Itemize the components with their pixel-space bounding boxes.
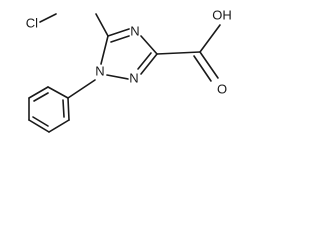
atom-label-n1: N xyxy=(95,63,104,78)
atom-label-n2: N xyxy=(129,70,138,85)
bond-c3-n2-double xyxy=(137,52,152,70)
bond-n4-c3 xyxy=(140,35,158,55)
atom-labels: Cl N N N OH O xyxy=(26,7,232,96)
atom-label-oh: OH xyxy=(212,7,232,22)
bond-ph-5 xyxy=(28,86,49,99)
bonds xyxy=(28,13,221,133)
atom-label-o: O xyxy=(217,81,227,96)
bond-n1-phenyl xyxy=(67,79,96,99)
bond-cooh-oh xyxy=(199,24,221,53)
bond-n1-c5 xyxy=(100,35,109,65)
bond-cooh-o-double xyxy=(193,55,212,82)
bond-ph-3-double xyxy=(32,116,49,127)
atom-label-n4: N xyxy=(130,23,139,38)
bond-ph-2 xyxy=(48,119,70,133)
bond-ph-5-double xyxy=(33,92,49,102)
bond-ch2-c5 xyxy=(95,13,109,37)
atom-label-cl: Cl xyxy=(26,15,38,30)
bond-c5-n4 xyxy=(107,28,130,37)
bond-ph-6 xyxy=(47,86,69,99)
bond-cl-ch2 xyxy=(39,13,57,23)
bond-n2-n1 xyxy=(106,74,129,80)
bond-cooh-o xyxy=(199,51,219,79)
bond-c3-n2 xyxy=(140,53,158,75)
bond-c3-cooh xyxy=(156,51,201,55)
bond-ph-3 xyxy=(28,119,50,133)
bond-ph-1-double xyxy=(62,99,65,118)
bond-c5-n4-double xyxy=(110,35,130,43)
bond-ph-1 xyxy=(67,97,70,121)
chemical-structure-diagram: Cl N N N OH O xyxy=(26,7,232,133)
